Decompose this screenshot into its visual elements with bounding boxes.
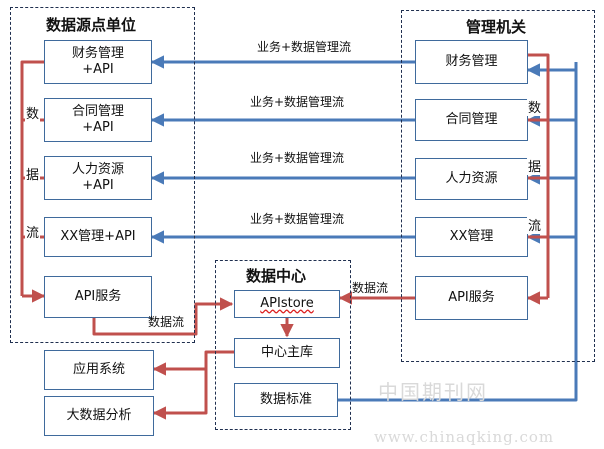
- master-db-box[interactable]: 中心主库: [234, 338, 340, 368]
- source-xx-box[interactable]: XX管理+API: [44, 217, 152, 257]
- source-api-to-store: [92, 297, 234, 336]
- left-flow-char-2: 据: [25, 164, 41, 183]
- source-hr-box[interactable]: 人力资源 +API: [44, 156, 152, 200]
- flow-label-2: 业务+数据管理流: [250, 95, 345, 109]
- source-data-bus: [20, 60, 44, 296]
- standard-to-authority-bus: [338, 62, 578, 402]
- right-flow-char-3: 流: [527, 215, 543, 234]
- source-units-group: [10, 7, 195, 343]
- authority-data-bus: [528, 53, 550, 298]
- authority-api-service-box[interactable]: API服务: [415, 276, 528, 320]
- apistore-box[interactable]: APIstore: [234, 290, 340, 318]
- data-center-group: [215, 260, 351, 430]
- source-units-title: 数据源点单位: [46, 16, 137, 34]
- flow-label-1: 业务+数据管理流: [257, 40, 352, 54]
- authority-hr-box[interactable]: 人力资源: [415, 158, 528, 200]
- app-system-box[interactable]: 应用系统: [44, 350, 154, 390]
- authority-title: 管理机关: [466, 18, 527, 36]
- data-standard-box[interactable]: 数据标准: [234, 383, 338, 417]
- authority-contract-box[interactable]: 合同管理: [415, 99, 528, 141]
- source-api-service-box[interactable]: API服务: [44, 276, 152, 318]
- source-finance-box[interactable]: 财务管理 +API: [44, 40, 152, 84]
- apistore-label: APIstore: [260, 295, 314, 311]
- big-data-analysis-box[interactable]: 大数据分析: [44, 396, 154, 436]
- source-contract-box[interactable]: 合同管理 +API: [44, 98, 152, 142]
- authority-xx-box[interactable]: XX管理: [415, 217, 528, 257]
- right-flow-char-1: 数: [527, 97, 543, 116]
- db-to-apps: [152, 350, 234, 420]
- flow-label-3: 业务+数据管理流: [250, 151, 345, 165]
- data-center-title: 数据中心: [246, 267, 307, 285]
- flow-label-4: 业务+数据管理流: [250, 212, 345, 226]
- left-flow-char-1: 数: [25, 103, 41, 122]
- data-flow-label-right: 数据流: [352, 281, 389, 295]
- right-flow-char-2: 据: [527, 156, 543, 175]
- watermark-url: www.chinaqking.com: [374, 428, 555, 446]
- watermark-cn: 中国期刊网: [378, 380, 488, 404]
- authority-group: [401, 10, 595, 362]
- data-flow-label-left: 数据流: [148, 315, 185, 329]
- left-flow-char-3: 流: [25, 222, 41, 241]
- authority-finance-box[interactable]: 财务管理: [415, 40, 528, 84]
